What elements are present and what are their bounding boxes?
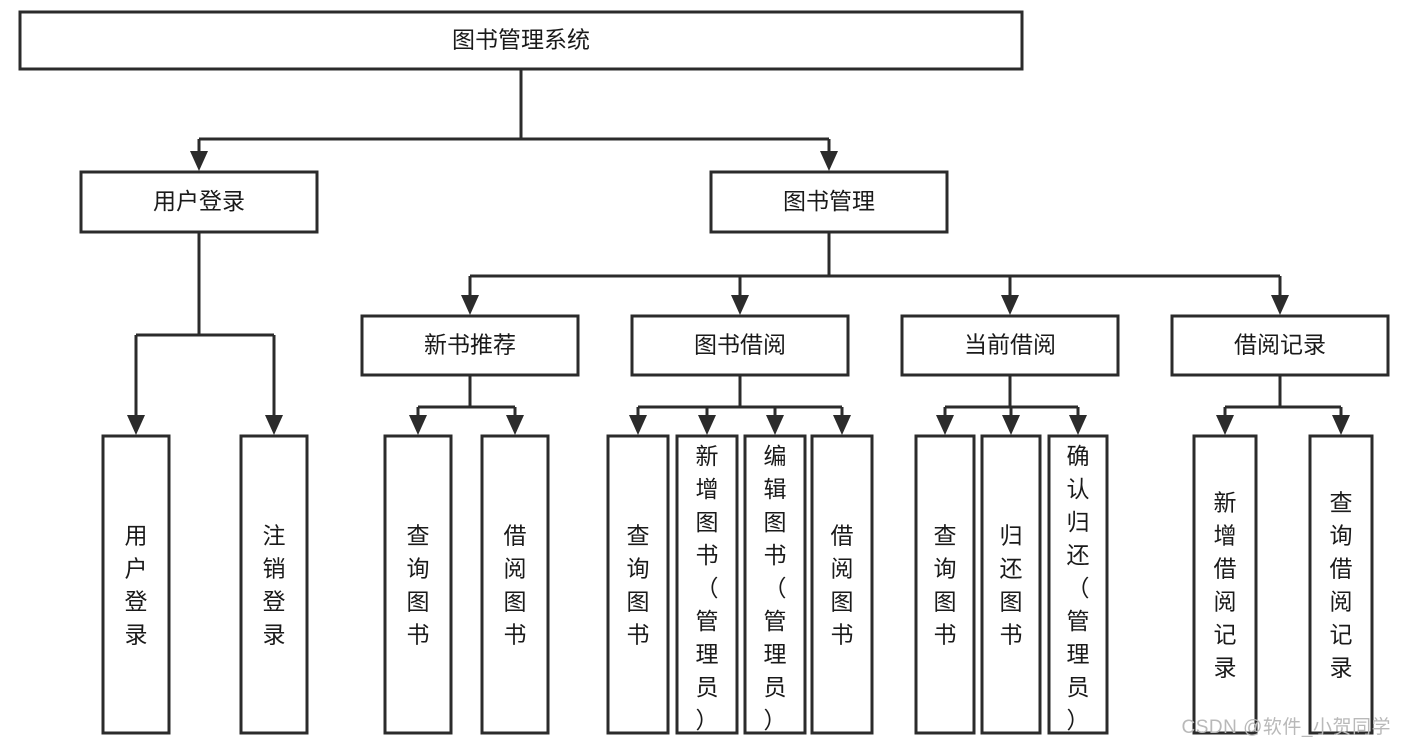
arrow-head-icon — [506, 415, 524, 435]
node-box — [810, 434, 874, 735]
arrow-head-icon — [1002, 415, 1020, 435]
node-借阅图书: 借阅图书 — [480, 434, 550, 735]
node-图书管理: 图书管理 — [709, 170, 949, 234]
arrow-head-icon — [409, 415, 427, 435]
node-box — [360, 314, 580, 377]
arrow-head-icon — [1332, 415, 1350, 435]
node-box — [900, 314, 1120, 377]
arrow-head-icon — [1271, 295, 1289, 315]
node-label: 当前借阅 — [964, 332, 1056, 358]
arrow-head-icon — [1069, 415, 1087, 435]
arrow-head-icon — [766, 415, 784, 435]
node-新书推荐: 新书推荐 — [360, 314, 580, 377]
node-label: 图书管理 — [783, 188, 875, 214]
diagram-nodes: 图书管理系统用户登录图书管理新书推荐图书借阅当前借阅借阅记录用户登录注销登录查询… — [18, 10, 1390, 735]
node-box — [980, 434, 1042, 735]
node-box — [18, 10, 1024, 71]
node-归还图书: 归还图书 — [980, 434, 1042, 735]
node-box — [914, 434, 976, 735]
arrow-head-icon — [461, 295, 479, 315]
node-box — [743, 434, 807, 735]
arrow-head-icon — [1216, 415, 1234, 435]
node-box — [1192, 434, 1258, 735]
node-label: 新增借阅记录 — [1214, 490, 1237, 681]
arrow-head-icon — [265, 415, 283, 435]
arrow-head-icon — [731, 295, 749, 315]
arrow-head-icon — [1001, 295, 1019, 315]
arrow-head-icon — [629, 415, 647, 435]
arrow-head-icon — [698, 415, 716, 435]
arrow-head-icon — [190, 151, 208, 171]
node-box — [630, 314, 850, 377]
node-box — [1047, 434, 1109, 735]
node-label: 注销登录 — [263, 523, 286, 648]
node-label: 图书管理系统 — [452, 27, 590, 53]
node-label: 归还图书 — [1000, 523, 1023, 648]
connector-lines — [127, 69, 1350, 435]
arrow-head-icon — [820, 151, 838, 171]
node-编辑图书管理员: 编辑图书（管理员） — [743, 434, 807, 735]
node-box — [1170, 314, 1390, 377]
arrow-head-icon — [936, 415, 954, 435]
node-label: 新增图书（管理员） — [696, 443, 719, 733]
node-新增图书管理员: 新增图书（管理员） — [675, 434, 739, 735]
node-box — [383, 434, 453, 735]
node-label: 用户登录 — [153, 188, 245, 214]
arrow-head-icon — [833, 415, 851, 435]
node-借阅图书: 借阅图书 — [810, 434, 874, 735]
node-label: 查询图书 — [407, 523, 430, 648]
node-注销登录: 注销登录 — [239, 434, 309, 735]
node-label: 用户登录 — [125, 523, 148, 648]
node-查询借阅记录: 查询借阅记录 — [1308, 434, 1374, 735]
node-新增借阅记录: 新增借阅记录 — [1192, 434, 1258, 735]
node-label: 新书推荐 — [424, 332, 516, 358]
node-box — [480, 434, 550, 735]
node-box — [239, 434, 309, 735]
node-label: 借阅图书 — [831, 523, 854, 648]
node-确认归还管理员: 确认归还（管理员） — [1047, 434, 1109, 735]
node-借阅记录: 借阅记录 — [1170, 314, 1390, 377]
node-box — [606, 434, 670, 735]
node-label: 查询图书 — [934, 523, 957, 648]
node-用户登录: 用户登录 — [79, 170, 319, 234]
node-label: 查询图书 — [627, 523, 650, 648]
node-box — [79, 170, 319, 234]
node-label: 确认归还（管理员） — [1067, 443, 1090, 733]
node-查询图书: 查询图书 — [383, 434, 453, 735]
node-查询图书: 查询图书 — [914, 434, 976, 735]
node-box — [675, 434, 739, 735]
node-label: 借阅记录 — [1234, 332, 1326, 358]
node-box — [101, 434, 171, 735]
arrow-head-icon — [127, 415, 145, 435]
node-box — [1308, 434, 1374, 735]
node-label: 查询借阅记录 — [1330, 490, 1353, 681]
node-label: 图书借阅 — [694, 332, 786, 358]
node-用户登录: 用户登录 — [101, 434, 171, 735]
node-图书借阅: 图书借阅 — [630, 314, 850, 377]
node-查询图书: 查询图书 — [606, 434, 670, 735]
node-box — [709, 170, 949, 234]
node-label: 编辑图书（管理员） — [764, 443, 787, 733]
node-图书管理系统: 图书管理系统 — [18, 10, 1024, 71]
node-label: 借阅图书 — [504, 523, 527, 648]
node-当前借阅: 当前借阅 — [900, 314, 1120, 377]
